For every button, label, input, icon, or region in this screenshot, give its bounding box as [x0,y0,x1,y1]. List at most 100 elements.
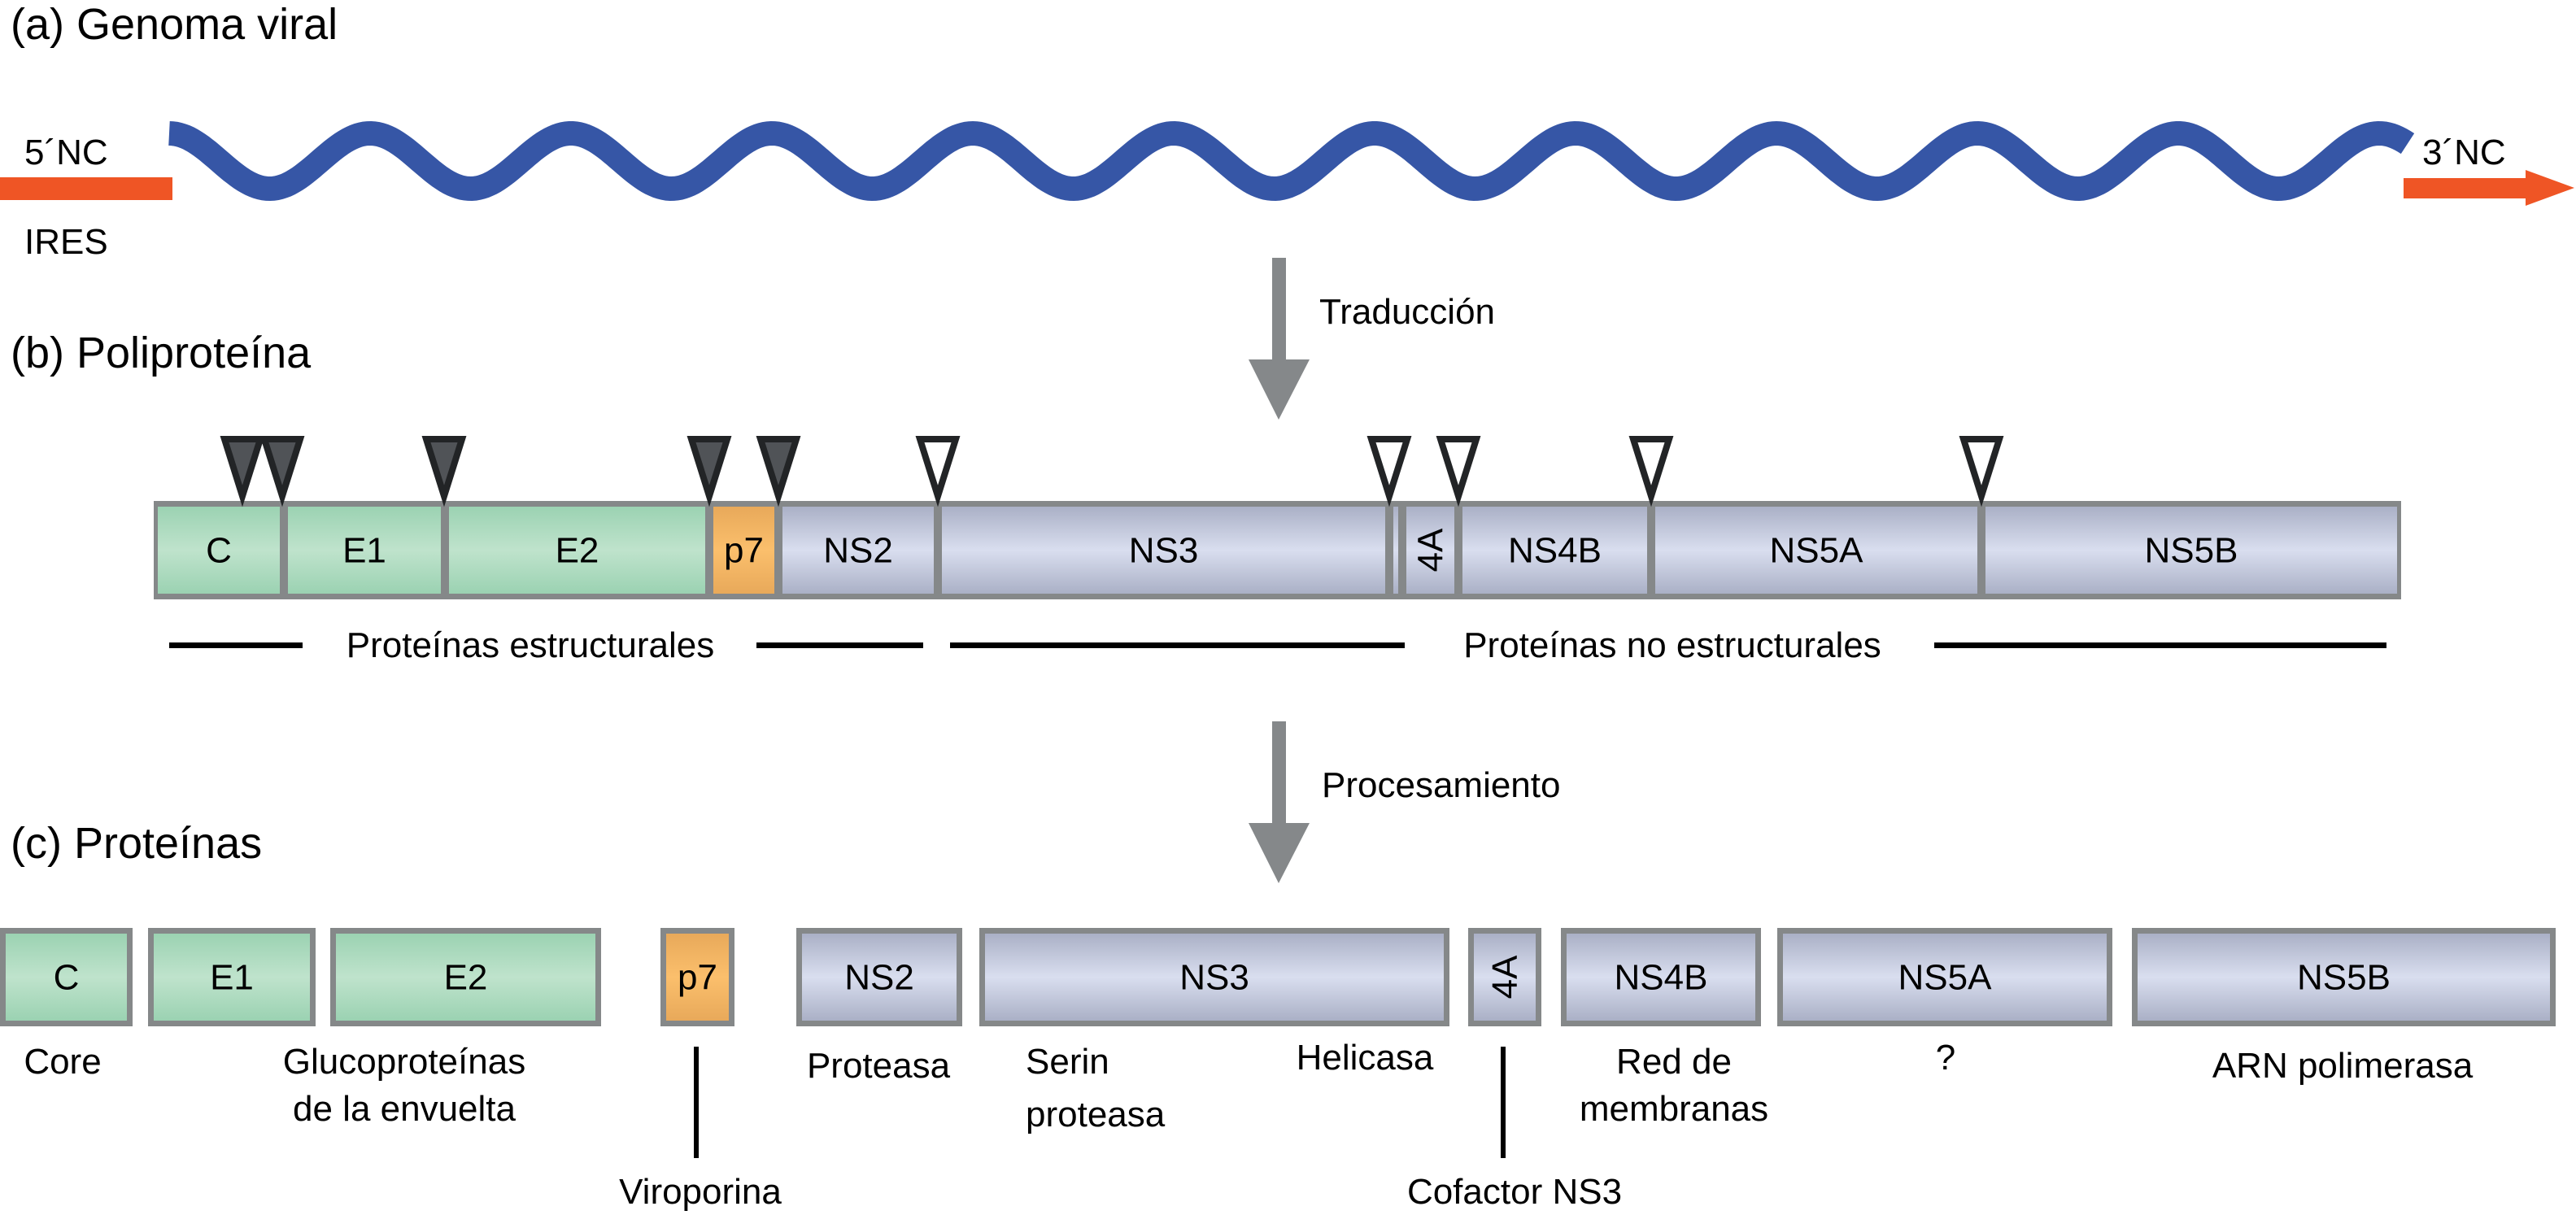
protein-box-ns2: NS2 [796,928,962,1026]
protein-box-label: NS3 [1179,958,1249,998]
five-prime-noncoding-region [0,177,172,200]
ires-label: IRES [24,222,108,262]
three-prime-nc-label: 3´NC [2422,133,2506,172]
processing-arrow-shaft [1272,721,1286,825]
host-peptidase-site-icon [421,436,467,507]
polyprotein-segment-ns5a: NS5A [1655,507,1977,594]
processing-arrow [1249,721,1310,883]
protein-box-label: C [54,958,80,998]
three-prime-noncoding-shaft [2404,178,2530,198]
segment-label: E1 [342,531,386,571]
viral-protease-site-icon [1436,436,1481,507]
protein-box-fill [336,934,595,1021]
function-glycoproteins-line2: de la envuelta [293,1089,517,1129]
protein-box-fill [666,934,729,1021]
function-membrane-web-line1: Red de [1616,1042,1732,1082]
protein-box-e2: E2 [330,928,601,1026]
protein-box-fill [6,934,127,1021]
segment-label: p7 [724,531,764,571]
function-ns3-cofactor: Cofactor NS3 [1407,1172,1622,1212]
segment-label: NS5B [2145,531,2238,571]
polyprotein-segment-e2: E2 [449,507,705,594]
nonstructural-bracket [950,642,2386,648]
function-rna-polymerase: ARN polimerasa [2212,1046,2474,1086]
viral-protease-site-icon [915,436,961,507]
function-serine-protease-line1: Serin [1026,1042,1109,1082]
function-membrane-web-line2: membranas [1580,1089,1768,1129]
segment-fill [942,507,1385,594]
segment-label: E2 [556,531,599,571]
processing-label: Procesamiento [1322,765,1560,805]
down-arrow-icon [1249,823,1310,883]
segment-fill [1655,507,1977,594]
down-arrow-icon [1249,359,1310,420]
function-serine-protease-line2: proteasa [1026,1095,1166,1134]
host-peptidase-site-icon [220,436,265,507]
polyprotein-segment-ns2: NS2 [782,507,934,594]
bracket-line [169,642,303,648]
protein-box-label: NS4B [1615,958,1708,998]
segment-fill [1393,507,1398,594]
mature-proteins-row: C E1 E2 p7 NS2 NS3 4A NS4B NS5A NS5B [0,928,2556,1026]
segment-label: NS4B [1508,531,1602,571]
protein-box-label: E1 [210,958,254,998]
rna-genome-wave [168,120,2415,202]
protein-box-c: C [0,928,133,1026]
segment-fill [1462,507,1647,594]
function-helicase: Helicasa [1297,1038,1434,1078]
three-prime-noncoding-arrow [2404,170,2574,206]
protein-box-fill [802,934,957,1021]
protein-box-fill [154,934,310,1021]
protein-box-ns5a: NS5A [1777,928,2112,1026]
polyprotein-section-title: (b) Poliproteína [11,329,312,377]
nonstructural-proteins-label: Proteínas no estructurales [1463,625,1881,665]
bracket-line [950,642,1405,648]
protein-box-label: NS5A [1898,958,1993,998]
segment-fill [1406,507,1454,594]
structural-proteins-label: Proteínas estructurales [347,625,714,665]
protein-box-fill [1783,934,2107,1021]
segment-label: 4A [1411,528,1451,572]
viral-protease-site-icon [1628,436,1674,507]
translation-arrow-shaft [1272,258,1286,362]
polyprotein-segment-e1: E1 [288,507,441,594]
viral-protease-site-icon [1366,436,1412,507]
protein-box-label: NS2 [844,958,914,998]
segment-label: NS5A [1770,531,1864,571]
polyprotein-segment-ns5b: NS5B [1985,507,2397,594]
genome-section-title: (a) Genoma viral [11,0,338,49]
segment-fill [288,507,441,594]
function-viroporin: Viroporina [619,1172,782,1212]
cofactor-pointer-line [1501,1047,1506,1158]
structural-bracket [169,642,923,648]
protein-box-label: NS5B [2297,958,2391,998]
translation-arrow [1249,258,1310,420]
polyprotein-segment-4a: 4A [1406,507,1454,594]
protein-box-fill [2138,934,2550,1021]
protein-box-fill [985,934,1444,1021]
protein-box-ns5b: NS5B [2132,928,2556,1026]
function-core: Core [24,1042,101,1082]
protein-box-label: 4A [1485,955,1525,999]
protein-box-p7: p7 [660,928,734,1026]
bracket-line [1934,642,2386,648]
protein-box-e1: E1 [148,928,316,1026]
host-peptidase-site-icon [259,436,305,507]
segment-label: NS2 [823,531,893,571]
polyprotein-segment-ns4b: NS4B [1462,507,1647,594]
proteins-section-title: (c) Proteínas [11,819,262,868]
protein-box-label: E2 [444,958,488,998]
five-prime-nc-label: 5´NC [24,133,108,172]
function-unknown: ? [1936,1038,1955,1078]
function-glycoproteins-line1: Glucoproteínas [283,1042,525,1082]
segment-fill [713,507,774,594]
host-peptidase-site-icon [686,436,732,507]
protein-box-ns4b: NS4B [1561,928,1761,1026]
segment-label: NS3 [1129,531,1199,571]
cleavage-sites [220,436,2004,507]
polyprotein-segment-spacer [1393,507,1398,594]
protein-box-ns3: NS3 [979,928,1449,1026]
protein-box-fill [1474,934,1536,1021]
